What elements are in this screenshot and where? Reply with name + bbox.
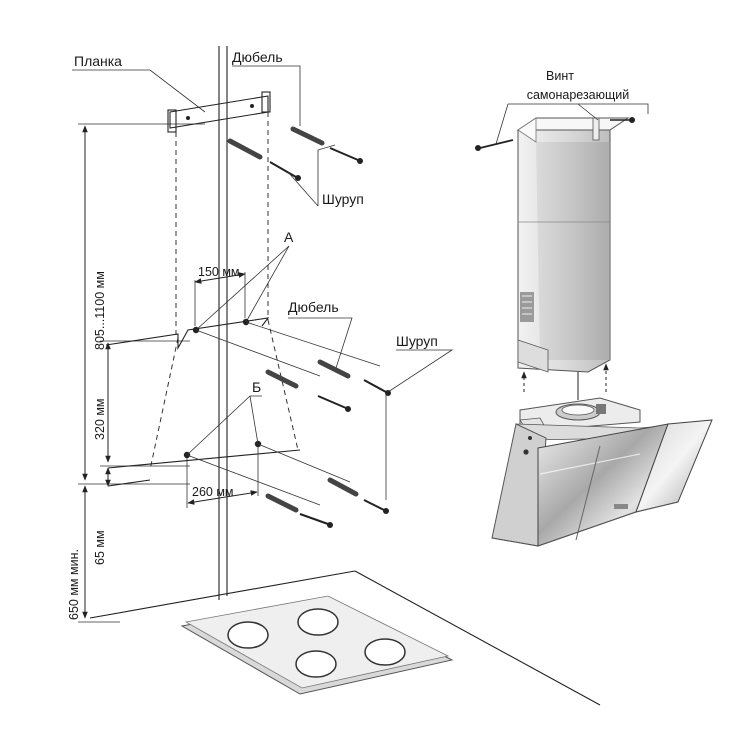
point-a-label: А bbox=[284, 229, 294, 245]
dim-150-label: 150 мм bbox=[198, 265, 240, 279]
planka-label: Планка bbox=[74, 53, 122, 69]
height-650-label: 650 мм мин. bbox=[67, 549, 81, 620]
vint-label-line2: самонарезающий bbox=[527, 88, 630, 102]
cooktop bbox=[180, 595, 454, 695]
middle-dowels bbox=[265, 359, 351, 389]
shurup-top-label: Шуруп bbox=[322, 191, 364, 207]
vertical-dimension-lines bbox=[78, 123, 205, 623]
shurup-mid-label: Шуруп bbox=[396, 333, 438, 349]
point-b-label: Б bbox=[252, 379, 261, 395]
top-dowels bbox=[227, 126, 325, 160]
middle-screws bbox=[317, 379, 391, 412]
dubel-mid-label: Дюбель bbox=[288, 299, 339, 315]
lower-screws bbox=[299, 499, 389, 528]
hood-hang-outline bbox=[105, 317, 301, 487]
top-screws bbox=[269, 147, 363, 181]
height-65-label: 65 мм bbox=[93, 530, 107, 565]
vint-label-line1: Винт bbox=[546, 69, 574, 83]
dubel-top-label: Дюбель bbox=[232, 49, 283, 65]
chimney-duct bbox=[516, 117, 630, 373]
hood-body bbox=[491, 397, 713, 547]
lower-dowels bbox=[265, 477, 359, 513]
height-range-label: 805...1100 мм bbox=[93, 271, 107, 350]
height-320-label: 320 мм bbox=[93, 398, 107, 440]
self-tapping-screw bbox=[475, 117, 635, 151]
dim-260-label: 260 мм bbox=[192, 485, 234, 499]
